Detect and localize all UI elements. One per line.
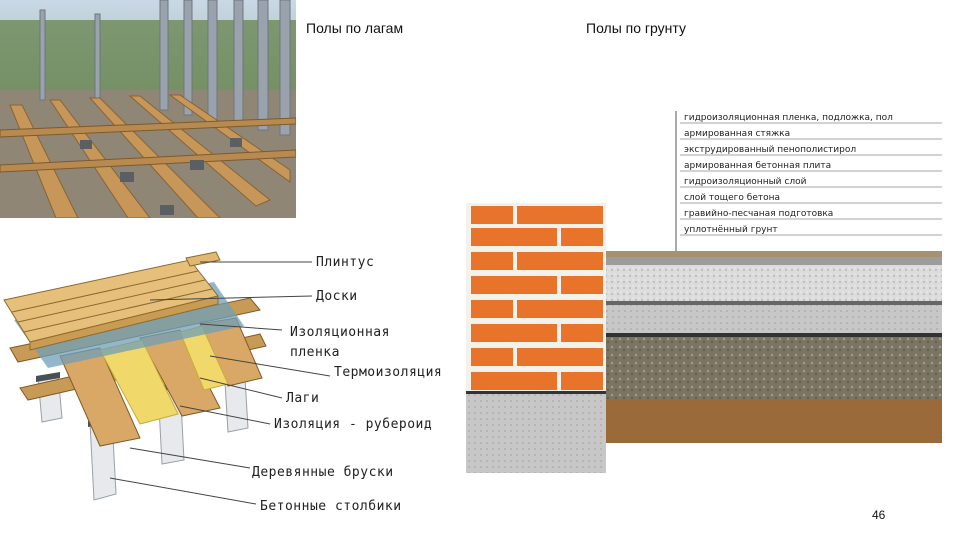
legend-layer-1: гидроизоляционная пленка, подложка, пол [684, 113, 893, 123]
legend-layer-3: экструдированный пенополистирол [684, 145, 856, 155]
label-boards: Доски [316, 289, 358, 304]
baseboard [185, 251, 221, 267]
joists [59, 317, 263, 447]
label-baseboard: Плинтус [316, 255, 374, 270]
label-roofing-felt: Изоляция - рубероид [274, 417, 432, 432]
label-insulation-film-1: Изоляционная [290, 325, 390, 340]
label-concrete-posts: Бетонные столбики [260, 499, 402, 514]
wall-foundation [466, 393, 606, 473]
ground-floor-diagram: гидроизоляционная пленка, подложка, пол … [466, 105, 946, 475]
page-number: 46 [872, 508, 886, 522]
joist-floor-diagram: Плинтус Доски Изоляционная пленка Термои… [0, 238, 470, 538]
legend-layer-4: армированная бетонная плита [684, 161, 831, 171]
legend-layer-7: гравийно-песчаная подготовка [684, 209, 833, 219]
construction-photo [0, 0, 296, 218]
legend-layer-2: армированная стяжка [684, 129, 790, 139]
label-insulation-film-2: пленка [290, 345, 340, 360]
legend-layer-6: слой тощего бетона [684, 193, 780, 203]
label-thermal-insulation: Термоизоляция [334, 365, 442, 380]
label-joists: Лаги [286, 391, 319, 406]
legend-layer-5: гидроизоляционный слой [684, 177, 807, 187]
legend-layer-8: уплотнённый грунт [684, 225, 778, 235]
floor-layers [606, 251, 942, 443]
heading-ground-floors: Полы по грунту [586, 20, 686, 36]
label-wooden-blocks: Деревянные бруски [252, 465, 394, 480]
brick-wall [466, 203, 606, 393]
layer-legend: гидроизоляционная пленка, подложка, пол … [675, 111, 942, 443]
floor-boards [3, 259, 219, 351]
heading-joist-floors: Полы по лагам [306, 20, 404, 36]
